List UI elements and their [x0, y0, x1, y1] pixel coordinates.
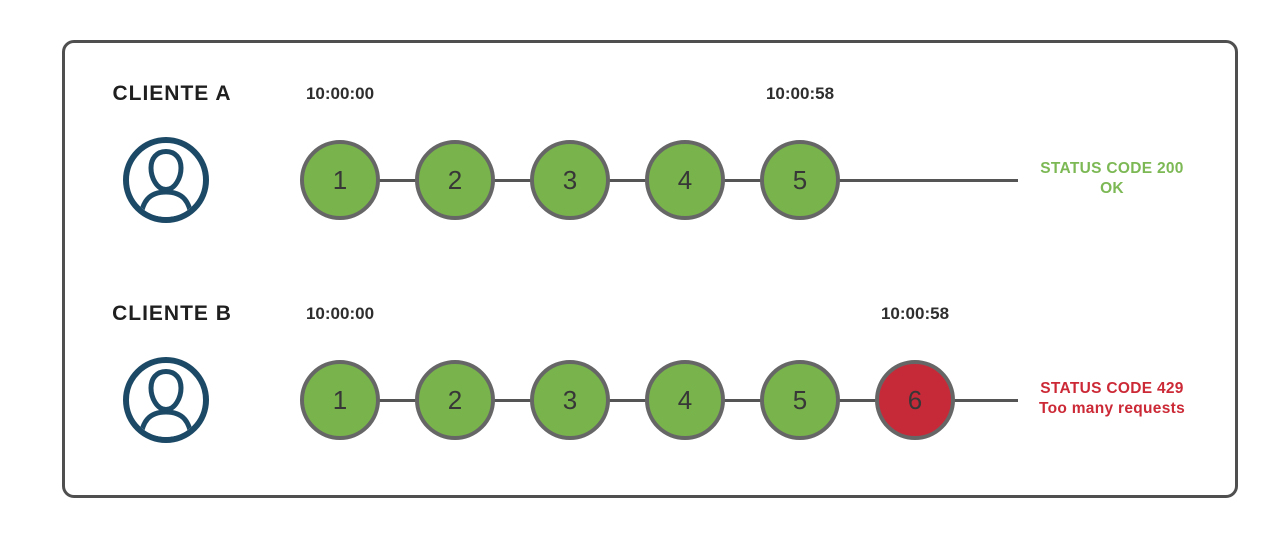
- start-timestamp: 10:00:00: [305, 304, 375, 323]
- client-label: CLIENTE B: [112, 302, 232, 325]
- status-code-text: STATUS CODE 200: [1040, 160, 1184, 177]
- status-message-text: Too many requests: [1038, 400, 1186, 417]
- diagram-frame: [62, 40, 1238, 498]
- request-circle: 4: [645, 140, 725, 220]
- request-circle: 5: [760, 360, 840, 440]
- user-avatar-icon: [123, 357, 209, 443]
- end-timestamp: 10:00:58: [765, 84, 835, 103]
- request-circle: 2: [415, 140, 495, 220]
- user-avatar-icon: [123, 137, 209, 223]
- status-code-text: STATUS CODE 429: [1040, 380, 1184, 397]
- avatar-head: [148, 148, 184, 193]
- request-circle: 4: [645, 360, 725, 440]
- request-circle: 1: [300, 140, 380, 220]
- end-timestamp: 10:00:58: [880, 304, 950, 323]
- client-label: CLIENTE A: [112, 82, 232, 105]
- request-circle: 6: [875, 360, 955, 440]
- request-circle: 1: [300, 360, 380, 440]
- status-message-text: OK: [1100, 180, 1124, 197]
- avatar-head: [148, 368, 184, 413]
- request-circle: 3: [530, 140, 610, 220]
- request-circle: 3: [530, 360, 610, 440]
- request-circle: 2: [415, 360, 495, 440]
- start-timestamp: 10:00:00: [305, 84, 375, 103]
- request-circle: 5: [760, 140, 840, 220]
- status-label: STATUS CODE 200 OK: [1028, 159, 1196, 199]
- status-label: STATUS CODE 429 Too many requests: [1028, 379, 1196, 419]
